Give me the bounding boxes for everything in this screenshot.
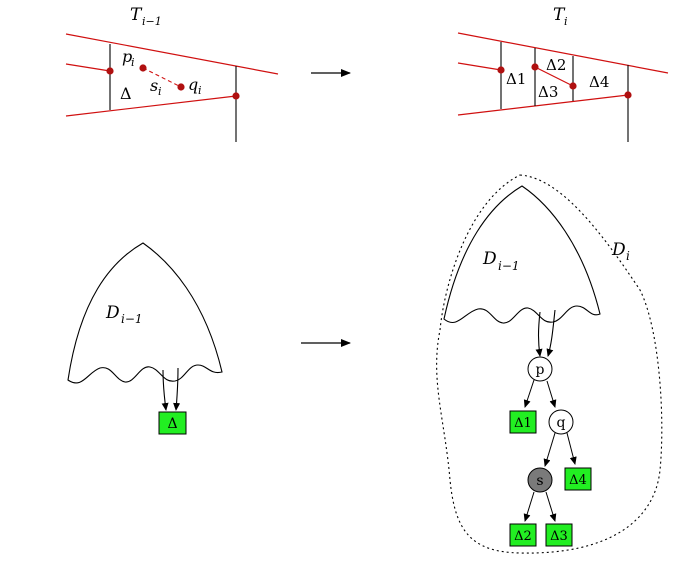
map-after-title-sub: i: [564, 15, 568, 28]
left-endpoint: [106, 67, 114, 75]
leaf-delta-2: [509, 523, 537, 547]
label-s: s: [150, 76, 158, 95]
tree-edge: [523, 379, 535, 408]
leaf-delta-3: [545, 523, 573, 547]
pointer-arrow: [173, 367, 181, 411]
tree-edge: [543, 432, 556, 467]
label-q-sub: i: [198, 84, 202, 97]
outer-dag-label: D: [611, 240, 626, 260]
tree-edge: [523, 491, 535, 522]
node-q: [548, 409, 574, 435]
trapezoid-map-after: T i Δ1 Δ2 Δ3 Δ4: [457, 5, 669, 142]
leaf-delta-2-label: Δ2: [514, 529, 532, 544]
leaf-delta-1: [509, 410, 537, 434]
right-endpoint: [624, 91, 632, 99]
node-s-label: s: [536, 473, 543, 489]
map-before-title-sub: i−1: [142, 15, 162, 28]
map-before-title: T: [130, 5, 143, 25]
search-structure-before: D i−1 Δ: [67, 242, 223, 435]
pointer-arrow: [535, 311, 543, 357]
pointer-arrow: [546, 309, 556, 357]
dag-label: D: [105, 303, 120, 323]
leaf-delta: [158, 411, 187, 435]
node-q-label: q: [557, 415, 566, 431]
dag-blob: [443, 185, 601, 324]
dag-label: D: [482, 249, 497, 269]
left-endpoint: [497, 66, 505, 74]
label-q: q: [188, 75, 198, 94]
dag-blob: [67, 242, 223, 384]
outer-dashed-boundary: [436, 174, 663, 554]
dag-label-sub: i−1: [498, 259, 520, 273]
pointer-arrow: [161, 369, 169, 411]
point-q: [569, 82, 577, 90]
leaf-delta-label: Δ: [167, 416, 177, 432]
trapezoid-map-before: T i−1 p i s i q i Δ: [65, 5, 279, 142]
leaf-delta-4: [564, 467, 592, 491]
point-p: [531, 63, 539, 71]
map-after-title: T: [553, 5, 566, 25]
label-delta: Δ: [120, 84, 132, 103]
leaf-delta-4-label: Δ4: [569, 473, 587, 488]
upper-boundary-segment: [65, 33, 279, 75]
node-p: [527, 356, 553, 382]
label-p: p: [122, 47, 132, 66]
label-delta-1: Δ1: [506, 70, 526, 88]
inserted-segment-s: [534, 66, 574, 87]
label-delta-4: Δ4: [589, 73, 609, 91]
outer-dag-label-sub: i: [626, 249, 630, 263]
label-delta-2: Δ2: [546, 56, 566, 74]
dag-label-sub: i−1: [121, 312, 143, 326]
lower-boundary-segment: [457, 94, 629, 116]
leaf-delta-1-label: Δ1: [514, 416, 532, 431]
left-short-segment: [65, 63, 111, 72]
label-s-sub: i: [158, 85, 162, 98]
new-segment-s: [142, 67, 182, 88]
search-structure-after: D i D i−1 p q s Δ1 Δ4 Δ2 Δ3: [436, 174, 663, 554]
label-p-sub: i: [131, 56, 135, 69]
label-delta-3: Δ3: [538, 83, 558, 101]
lower-boundary-segment: [65, 95, 237, 117]
tree-edge: [546, 380, 557, 408]
leaf-delta-3-label: Δ3: [550, 529, 568, 544]
point-p: [139, 64, 147, 72]
right-endpoint: [232, 92, 240, 100]
point-q: [177, 83, 185, 91]
upper-boundary-segment: [457, 32, 669, 74]
node-p-label: p: [536, 362, 545, 378]
tree-edge: [545, 491, 557, 522]
tree-edge: [566, 432, 577, 465]
left-short-segment: [457, 62, 502, 71]
node-s: [527, 467, 553, 493]
